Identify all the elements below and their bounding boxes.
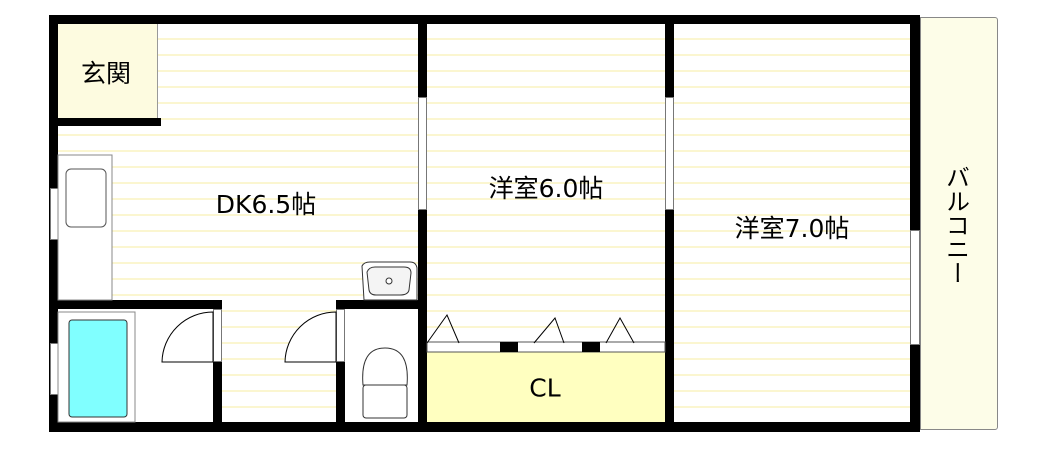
wall-6-7 — [665, 15, 674, 432]
closet-floor — [427, 352, 665, 422]
toilet-door-swing — [284, 311, 337, 363]
closet-label: CL — [529, 373, 561, 403]
western-7-floor — [674, 24, 910, 422]
wall-bath-top — [49, 300, 222, 309]
wall-bath-side — [213, 362, 222, 432]
toilet — [362, 347, 408, 419]
bath-door-swing — [161, 311, 214, 363]
balcony-label: バルコニー — [941, 165, 970, 285]
wall-toilet-side — [336, 362, 345, 432]
entrance-floor — [58, 24, 158, 118]
kitchen-counter — [57, 154, 113, 301]
window — [418, 97, 427, 210]
wall-toilet-top — [336, 300, 418, 309]
western-7-label: 洋室7.0帖 — [734, 214, 850, 243]
entrance-label: 玄関 — [80, 59, 132, 88]
wall-entrance — [49, 118, 161, 126]
western-6-floor — [427, 24, 665, 344]
wall-bottom — [49, 422, 920, 432]
wall-right — [910, 15, 920, 432]
balcony — [920, 17, 998, 430]
dk-label: DK6.5帖 — [215, 190, 317, 219]
wall-dk-6 — [418, 15, 427, 432]
western-6-label: 洋室6.0帖 — [488, 174, 604, 203]
window — [665, 97, 674, 210]
wall-top — [49, 15, 920, 24]
wash-basin — [361, 261, 418, 301]
bathtub — [57, 311, 136, 423]
closet-doors — [426, 313, 666, 353]
window — [910, 230, 920, 345]
